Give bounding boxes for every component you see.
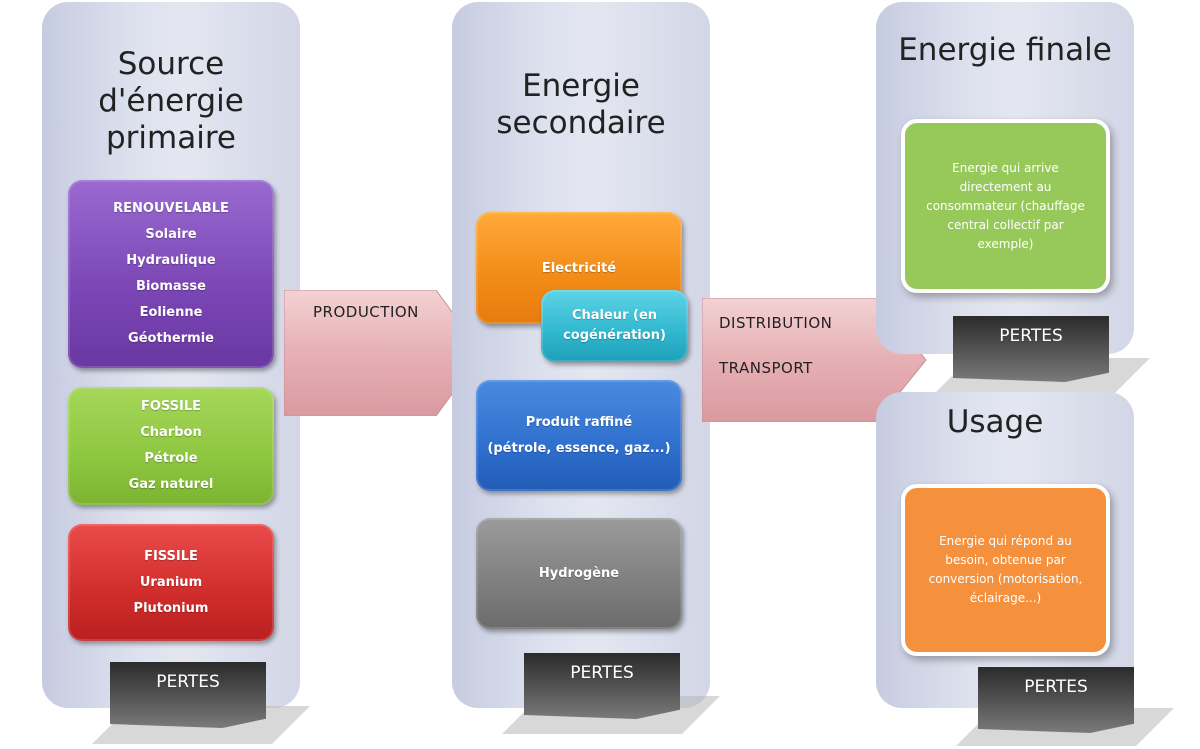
renewable-sources-box: RENOUVELABLE Solaire Hydraulique Biomass…	[68, 180, 274, 368]
description-line: conversion (motorisation,	[928, 572, 1083, 586]
primary-losses-badge: PERTES	[110, 662, 266, 728]
description-line: exemple)	[977, 236, 1034, 251]
usage-losses-badge: PERTES	[978, 667, 1134, 733]
fissile-item: Uranium	[139, 574, 203, 590]
refined-label-line: Produit raffiné	[525, 414, 633, 430]
title-line: Energie	[522, 68, 640, 104]
description-line: Energie qui arrive	[952, 160, 1059, 175]
distribution-label: DISTRIBUTION	[719, 314, 833, 332]
refined-label-line: (pétrole, essence, gaz...)	[487, 440, 671, 456]
refined-product-box: Produit raffiné (pétrole, essence, gaz..…	[476, 380, 682, 491]
secondary-energy-title: Energie secondaire	[452, 68, 710, 142]
renewable-item: Eolienne	[139, 305, 203, 320]
fissile-heading: FISSILE	[144, 548, 198, 564]
fissile-item: Plutonium	[133, 600, 209, 616]
renewable-heading: RENOUVELABLE	[113, 201, 229, 216]
final-losses-badge: PERTES	[953, 316, 1109, 382]
fossil-heading: FOSSILE	[140, 399, 202, 414]
description-line: éclairage...)	[969, 591, 1042, 605]
heat-label-line: cogénération)	[563, 328, 666, 343]
hydrogen-label: Hydrogène	[538, 565, 620, 581]
losses-label: PERTES	[570, 663, 634, 683]
fossil-item: Gaz naturel	[128, 477, 214, 492]
transport-label: TRANSPORT	[719, 359, 813, 377]
heat-cogeneration-box: Chaleur (en cogénération)	[541, 290, 688, 362]
title-line: secondaire	[496, 105, 666, 142]
title-line: Source	[117, 46, 225, 82]
production-label: PRODUCTION	[313, 303, 419, 321]
heat-label-line: Chaleur (en	[571, 308, 658, 323]
distribution-arrow	[702, 298, 927, 422]
fissile-sources-box: FISSILE Uranium Plutonium	[68, 524, 274, 641]
description-line: besoin, obtenue par	[945, 553, 1066, 567]
secondary-losses-badge: PERTES	[524, 653, 680, 719]
final-energy-description-box: Energie qui arrive directement au consom…	[901, 119, 1110, 293]
title-line: d'énergie	[98, 83, 244, 120]
primary-energy-title: Source d'énergie primaire	[42, 46, 300, 158]
fossil-item: Charbon	[140, 425, 202, 440]
hydrogen-box: Hydrogène	[476, 518, 682, 629]
renewable-item: Solaire	[145, 227, 197, 242]
renewable-item: Géothermie	[128, 331, 214, 346]
losses-label: PERTES	[1024, 677, 1088, 697]
losses-label: PERTES	[156, 672, 220, 692]
title-line: primaire	[106, 120, 236, 157]
fossil-item: Pétrole	[144, 451, 198, 466]
description-line: Energie qui répond au	[939, 534, 1072, 548]
usage-title: Usage	[946, 404, 1044, 440]
final-energy-title: Energie finale	[898, 32, 1112, 68]
renewable-item: Hydraulique	[126, 253, 216, 268]
electricity-label: Electricité	[541, 261, 617, 276]
fossil-sources-box: FOSSILE Charbon Pétrole Gaz naturel	[68, 387, 274, 505]
description-line: central collectif par	[947, 217, 1064, 232]
description-line: directement au	[959, 179, 1052, 194]
losses-label: PERTES	[999, 326, 1063, 346]
usage-description-box: Energie qui répond au besoin, obtenue pa…	[901, 484, 1110, 656]
description-line: consommateur (chauffage	[926, 198, 1085, 213]
renewable-item: Biomasse	[136, 279, 206, 294]
